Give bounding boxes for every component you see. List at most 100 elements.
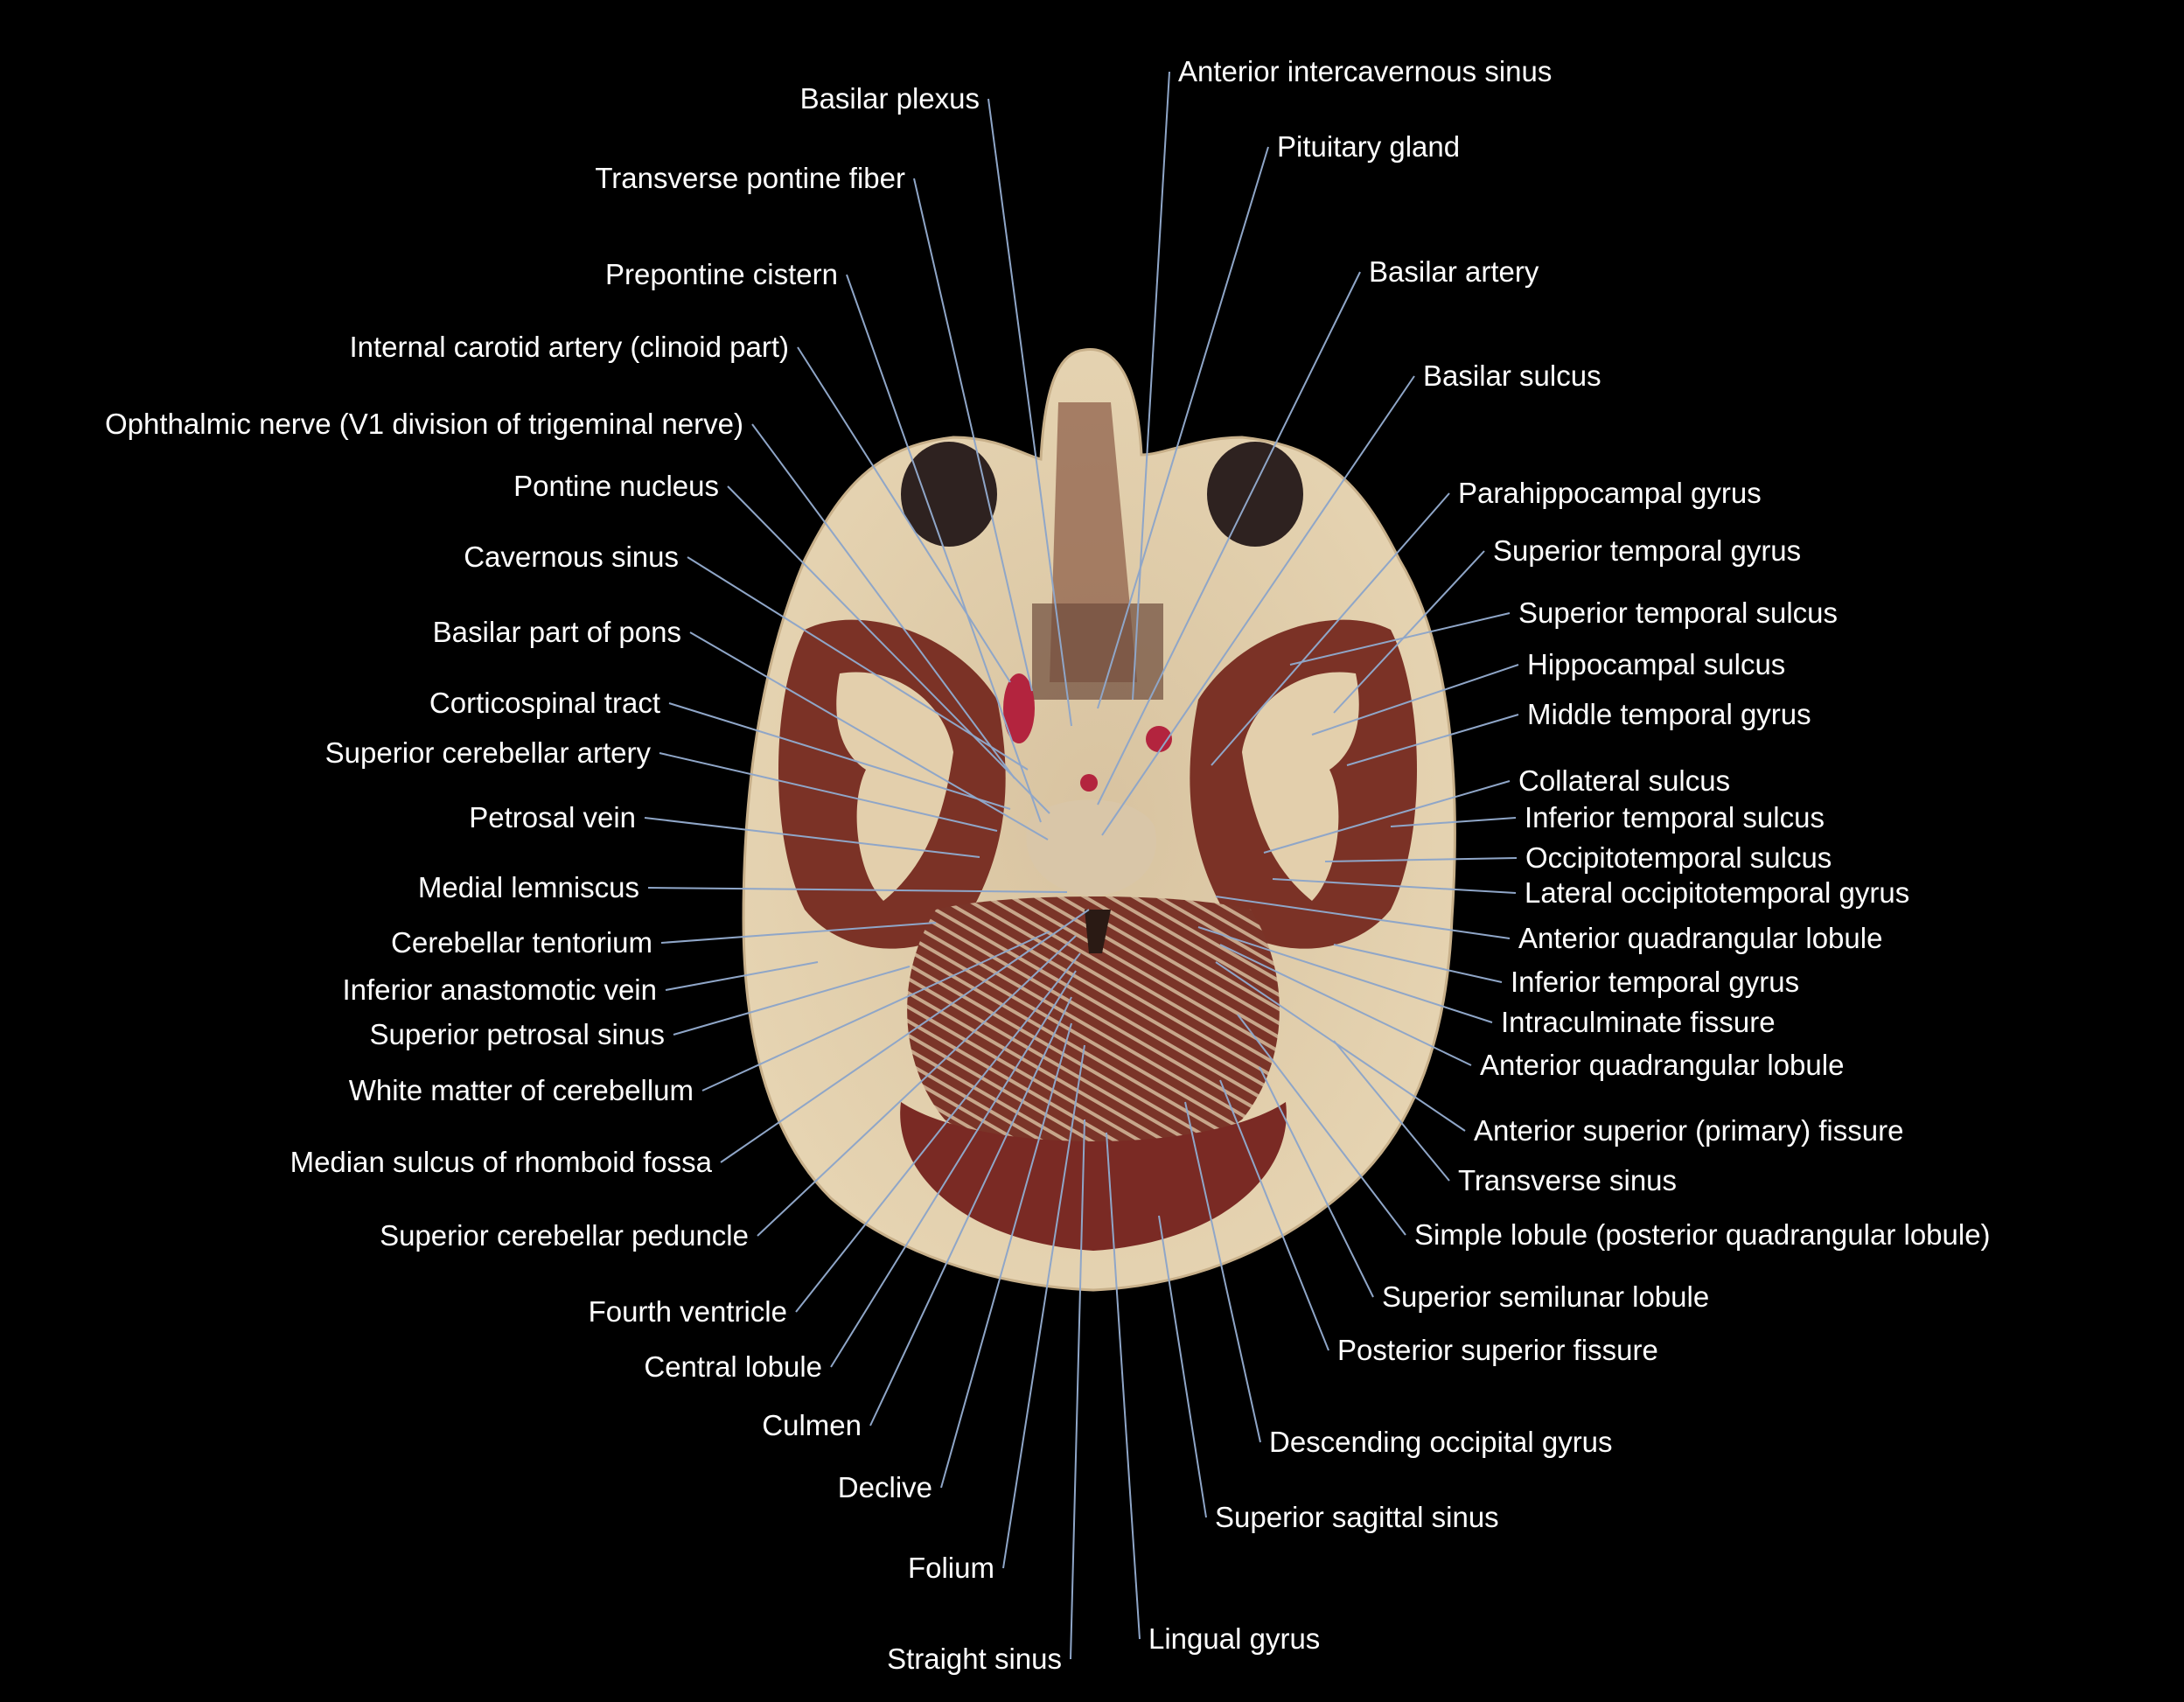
label-basilar-sulcus: Basilar sulcus [1423,359,1601,392]
leader-line [673,966,911,1036]
label-posterior-superior-fissure: Posterior superior fissure [1337,1334,1658,1366]
leader-line [1158,1215,1207,1518]
leader-line [668,702,1011,810]
leader-line [1215,961,1466,1132]
label-superior-semilunar-lobule: Superior semilunar lobule [1382,1280,1710,1313]
label-corticospinal-tract: Corticospinal tract [429,687,660,719]
leader-line [720,909,1090,1163]
leader-line [1215,896,1511,939]
leader-line [1324,857,1518,862]
label-pontine-nucleus: Pontine nucleus [513,470,719,502]
leader-line [665,961,819,991]
leader-line [687,556,1029,771]
leader-line [1333,550,1485,714]
label-medial-lemniscus: Medial lemniscus [417,871,639,903]
label-superior-cerebellar-artery: Superior cerebellar artery [324,736,651,769]
leader-line [940,1022,1072,1489]
leader-line [1106,1132,1141,1640]
label-anterior-quadrangular-lobule: Anterior quadrangular lobule [1518,922,1883,954]
leader-line [830,970,1077,1368]
basilar-artery [1080,774,1098,792]
leader-line [1197,926,1493,1023]
label-superior-petrosal-sinus: Superior petrosal sinus [369,1018,665,1050]
label-basilar-part-of-pons: Basilar part of pons [432,616,681,648]
label-lingual-gyrus: Lingual gyrus [1148,1622,1321,1655]
cerebellum [907,896,1280,1153]
leader-line [1097,271,1361,806]
leader-line [647,887,1068,893]
label-superior-temporal-gyrus: Superior temporal gyrus [1493,534,1802,567]
leader-line [701,931,1050,1092]
label-superior-cerebellar-peduncle: Superior cerebellar peduncle [380,1219,749,1252]
label-transverse-pontine-fiber: Transverse pontine fiber [595,162,905,194]
internal-carotid-right [1146,726,1172,752]
label-collateral-sulcus: Collateral sulcus [1518,764,1731,797]
leader-line [1219,944,1472,1066]
label-internal-carotid-artery-clinoid-part: Internal carotid artery (clinoid part) [349,331,789,363]
label-parahippocampal-gyrus: Parahippocampal gyrus [1458,477,1762,509]
leader-line [1259,1066,1374,1298]
label-folium: Folium [907,1552,994,1584]
label-intraculminate-fissure: Intraculminate fissure [1501,1006,1776,1038]
internal-carotid-left [1003,673,1035,743]
leader-line [1390,817,1517,827]
leader-line [1097,146,1269,709]
leader-line [1219,1079,1329,1351]
leader-line [1002,1044,1085,1569]
leader-line [751,423,1015,779]
label-descending-occipital-gyrus: Descending occipital gyrus [1269,1426,1613,1458]
leader-line [1311,664,1519,736]
leader-line [659,752,998,832]
fourth-ventricle [1085,910,1111,953]
leader-line [987,98,1072,727]
leader-line [846,274,1042,823]
label-declive: Declive [837,1471,932,1503]
pons [1026,799,1156,896]
leader-line [797,346,1011,683]
label-petrosal-vein: Petrosal vein [469,801,636,834]
label-white-matter-of-cerebellum: White matter of cerebellum [348,1074,694,1106]
label-anterior-quadrangular-lobule: Anterior quadrangular lobule [1480,1049,1845,1081]
leader-line [1272,878,1517,894]
head-section [742,348,1456,1292]
label-superior-sagittal-sinus: Superior sagittal sinus [1215,1501,1499,1533]
label-pituitary-gland: Pituitary gland [1277,130,1461,163]
leader-line [1333,944,1503,983]
leader-lines [644,71,1519,1660]
label-anterior-intercavernous-sinus: Anterior intercavernous sinus [1178,55,1553,87]
label-basilar-artery: Basilar artery [1369,255,1539,288]
left-eye-globe [901,442,997,547]
leader-line [1211,492,1450,766]
label-culmen: Culmen [762,1409,862,1441]
label-superior-temporal-sulcus: Superior temporal sulcus [1518,596,1838,629]
leader-line [1184,1101,1261,1443]
leader-line [1346,714,1519,766]
label-middle-temporal-gyrus: Middle temporal gyrus [1527,698,1811,730]
leader-line [1263,780,1511,854]
label-inferior-temporal-gyrus: Inferior temporal gyrus [1511,966,1800,998]
label-hippocampal-sulcus: Hippocampal sulcus [1527,648,1786,680]
label-lateral-occipitotemporal-gyrus: Lateral occipitotemporal gyrus [1525,876,1910,909]
label-ophthalmic-nerve-v1-division-of-trigeminal-nerve: Ophthalmic nerve (V1 division of trigemi… [105,408,743,440]
leader-line [869,996,1072,1426]
right-eye-globe [1207,442,1303,547]
leader-line [644,817,980,858]
label-inferior-temporal-sulcus: Inferior temporal sulcus [1525,801,1825,834]
leader-line [689,631,1049,841]
label-central-lobule: Central lobule [644,1350,822,1383]
leader-line [1101,375,1415,836]
leader-line [913,178,1033,692]
label-median-sulcus-of-rhomboid-fossa: Median sulcus of rhomboid fossa [290,1146,712,1178]
label-prepontine-cistern: Prepontine cistern [605,258,838,290]
label-cerebellar-tentorium: Cerebellar tentorium [391,926,652,959]
leader-line [1237,1014,1406,1236]
leader-line [660,922,937,944]
label-straight-sinus: Straight sinus [887,1643,1062,1675]
label-transverse-sinus: Transverse sinus [1458,1164,1678,1196]
leader-line [757,935,1077,1237]
leader-line [1289,612,1511,666]
label-simple-lobule-posterior-quadrangular-lobule: Simple lobule (posterior quadrangular lo… [1414,1218,1991,1251]
label-fourth-ventricle: Fourth ventricle [588,1295,787,1328]
